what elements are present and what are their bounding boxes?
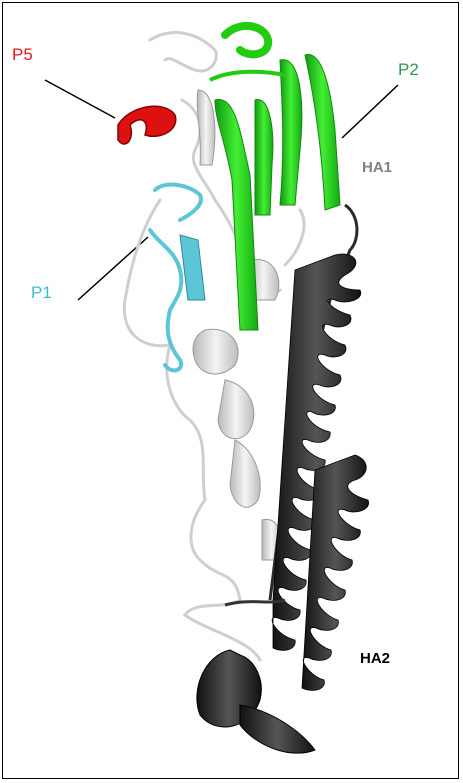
label-ha2: HA2 <box>360 650 390 667</box>
label-p2: P2 <box>398 60 419 79</box>
p2-pointer-line <box>342 85 398 138</box>
p5-red-domain <box>118 106 176 144</box>
label-p1: P1 <box>31 283 52 302</box>
p5-pointer-line <box>45 80 115 118</box>
p1-cyan-strand <box>180 235 205 300</box>
label-ha1: HA1 <box>362 159 392 176</box>
label-p5: P5 <box>12 45 33 64</box>
ha2-dark-ribbon <box>197 205 369 753</box>
